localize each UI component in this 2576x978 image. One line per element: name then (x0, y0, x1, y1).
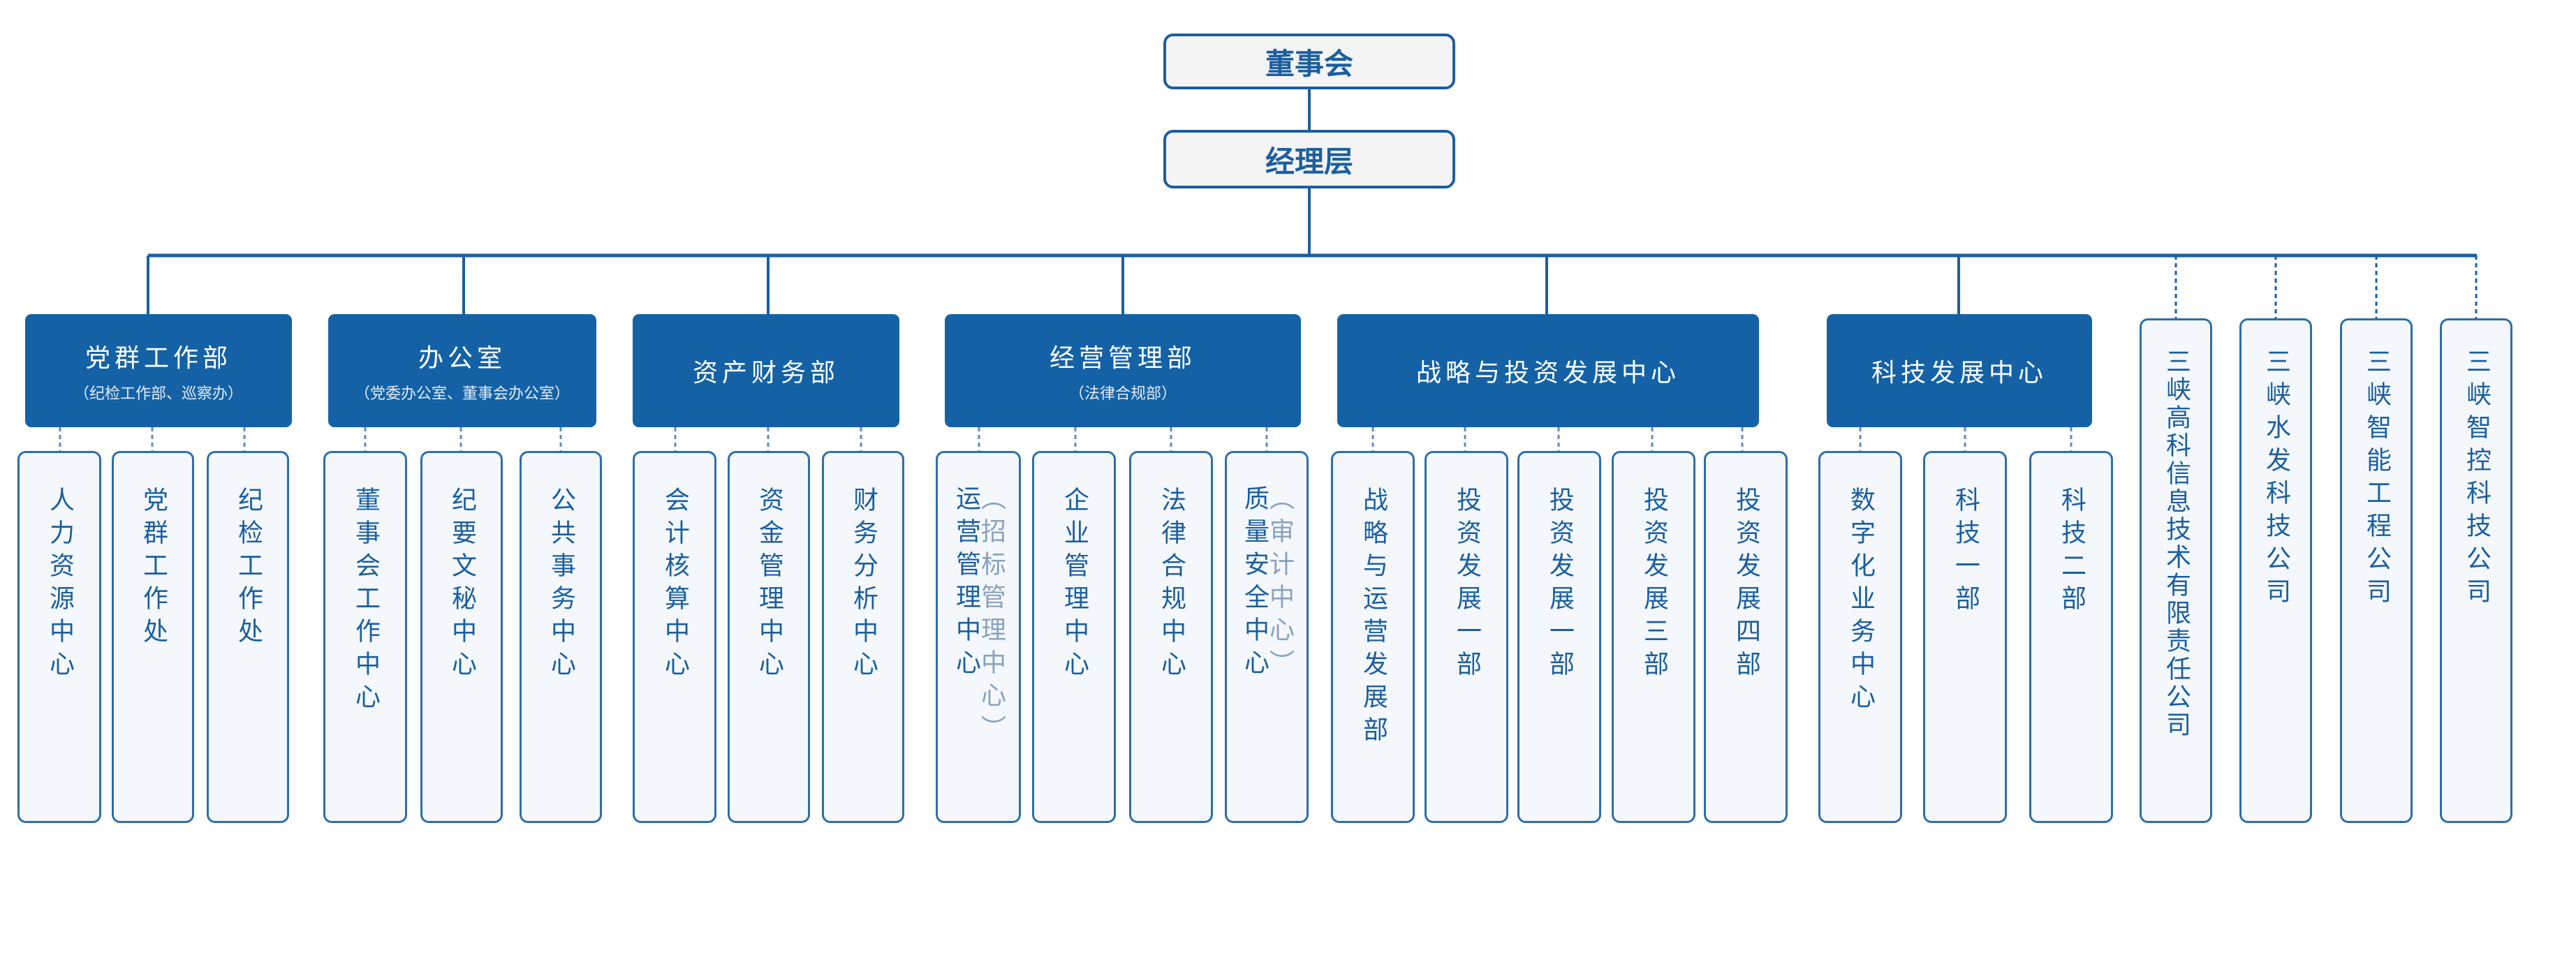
unit-box: 纪检工作处 (207, 451, 289, 823)
board-box: 董事会 (1163, 34, 1455, 89)
unit-box: 质量安全中心 （审计中心） (1225, 451, 1309, 823)
dept-party-work: 党群工作部 （纪检工作部、巡察办） (25, 314, 292, 427)
dept-office: 办公室 （党委办公室、董事会办公室） (328, 314, 596, 427)
unit-box: 科技一部 (1923, 451, 2007, 823)
unit-box: 运营管理中心 （招标管理中心） (936, 451, 1021, 823)
unit-label: 质量安全中心 (1240, 485, 1269, 682)
dept-strategy: 战略与投资发展中心 (1337, 314, 1759, 427)
unit-box: 资金管理中心 (728, 451, 810, 823)
unit-label: 法律合规中心 (1157, 487, 1186, 683)
unit-label: 纪要文秘中心 (448, 487, 476, 683)
unit-label: 科技二部 (2057, 487, 2086, 618)
unit-box: 党群工作处 (112, 451, 194, 823)
unit-label: 企业管理中心 (1060, 487, 1089, 683)
unit-box: 战略与运营发展部 (1331, 451, 1415, 823)
company-box: 三峡高科信息技术有限责任公司 (2140, 318, 2212, 823)
unit-box: 纪要文秘中心 (420, 451, 503, 823)
unit-label: 战略与运营发展部 (1359, 487, 1388, 749)
company-box: 三峡水发科技公司 (2239, 318, 2312, 823)
unit-box: 投资发展一部 (1517, 451, 1601, 823)
dept-note: （党委办公室、董事会办公室） (354, 385, 570, 403)
unit-box: 投资发展三部 (1612, 451, 1695, 823)
unit-label: 人力资源中心 (45, 487, 74, 683)
dept-note: （法律合规部） (1068, 385, 1177, 403)
unit-box: 会计核算中心 (633, 451, 716, 823)
dept-name: 资产财务部 (692, 359, 839, 387)
unit-label: 纪检工作处 (234, 487, 263, 651)
board-label: 董事会 (1265, 46, 1353, 81)
unit-box: 财务分析中心 (822, 451, 904, 823)
management-label: 经理层 (1265, 144, 1353, 179)
unit-label: 投资发展一部 (1545, 487, 1574, 683)
company-label: 三峡高科信息技术有限责任公司 (2162, 348, 2191, 739)
dept-operations: 经营管理部 （法律合规部） (945, 314, 1301, 427)
dept-finance: 资产财务部 (633, 314, 899, 427)
dept-tech: 科技发展中心 (1827, 314, 2092, 427)
unit-label: 数字化业务中心 (1846, 487, 1875, 716)
unit-box: 公共事务中心 (520, 451, 602, 823)
unit-box: 数字化业务中心 (1818, 451, 1902, 823)
dept-note: （纪检工作部、巡察办） (73, 385, 243, 403)
unit-note: （审计中心） (1265, 485, 1294, 682)
dept-name: 经营管理部 (1049, 344, 1196, 373)
dept-name: 党群工作部 (84, 344, 232, 373)
company-label: 三峡水发科技公司 (2262, 348, 2290, 611)
unit-label: 运营管理中心 (952, 485, 980, 682)
unit-box: 投资发展一部 (1425, 451, 1508, 823)
unit-label: 财务分析中心 (849, 487, 878, 683)
unit-label: 科技一部 (1951, 487, 1980, 618)
company-box: 三峡智控科技公司 (2440, 318, 2512, 823)
unit-label: 资金管理中心 (755, 487, 783, 683)
dept-name: 战略与投资发展中心 (1415, 359, 1680, 387)
company-box: 三峡智能工程公司 (2340, 318, 2413, 823)
unit-box: 法律合规中心 (1129, 451, 1213, 823)
unit-label: 公共事务中心 (547, 487, 575, 683)
company-label: 三峡智控科技公司 (2462, 348, 2491, 611)
unit-box: 董事会工作中心 (323, 451, 407, 823)
company-label: 三峡智能工程公司 (2362, 348, 2391, 611)
unit-note: （招标管理中心） (977, 485, 1006, 748)
unit-label: 党群工作处 (139, 487, 168, 651)
unit-label: 投资发展四部 (1732, 487, 1760, 683)
unit-box: 企业管理中心 (1032, 451, 1116, 823)
unit-box: 人力资源中心 (17, 451, 101, 823)
dept-name: 办公室 (418, 344, 506, 373)
unit-label: 董事会工作中心 (351, 487, 380, 716)
unit-label: 会计核算中心 (661, 487, 689, 683)
unit-box: 投资发展四部 (1704, 451, 1788, 823)
unit-label: 投资发展一部 (1452, 487, 1481, 683)
dept-name: 科技发展中心 (1871, 359, 2047, 387)
unit-box: 科技二部 (2029, 451, 2113, 823)
management-box: 经理层 (1163, 130, 1455, 188)
unit-label: 投资发展三部 (1640, 487, 1668, 683)
